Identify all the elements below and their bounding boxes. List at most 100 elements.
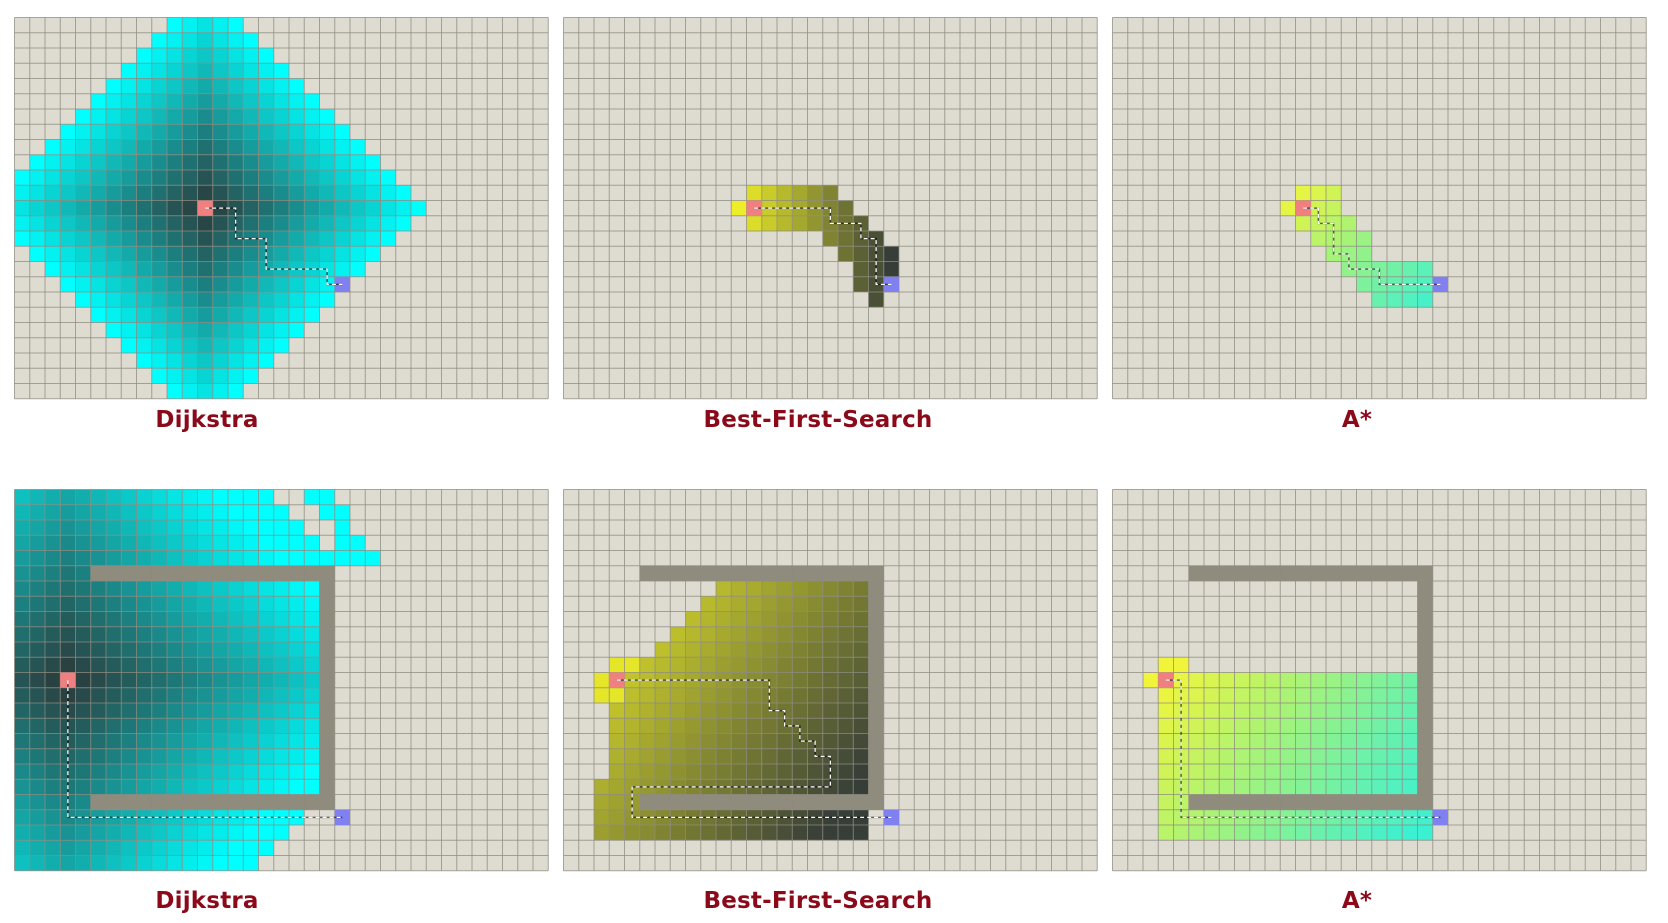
explored-cell [304, 139, 320, 155]
explored-cell [838, 231, 854, 247]
explored-cell [151, 611, 167, 627]
explored-cell [29, 809, 45, 825]
explored-cell [1341, 764, 1357, 780]
explored-cell [45, 504, 61, 520]
explored-cell [14, 581, 30, 597]
explored-cell [29, 779, 45, 795]
explored-cell [228, 337, 244, 353]
explored-cell [243, 825, 259, 841]
explored-cell [1219, 764, 1235, 780]
explored-cell [685, 657, 701, 673]
explored-cell [45, 246, 61, 262]
explored-cell [395, 185, 411, 201]
explored-cell [60, 246, 76, 262]
explored-cell [350, 139, 366, 155]
explored-cell [1371, 779, 1387, 795]
explored-cell [60, 154, 76, 170]
explored-cell [1341, 215, 1357, 231]
explored-cell [289, 703, 305, 719]
explored-cell [167, 611, 183, 627]
explored-cell [228, 261, 244, 277]
explored-cell [106, 261, 122, 277]
explored-cell [212, 63, 228, 79]
explored-cell [258, 642, 274, 658]
explored-cell [243, 748, 259, 764]
explored-cell [792, 611, 808, 627]
explored-cell [838, 733, 854, 749]
explored-cell [212, 825, 228, 841]
explored-cell [289, 626, 305, 642]
explored-cell [167, 154, 183, 170]
explored-cell [1326, 733, 1342, 749]
explored-cell [334, 124, 350, 140]
explored-cell [334, 261, 350, 277]
explored-cell [273, 611, 289, 627]
explored-cell [273, 550, 289, 566]
explored-cell [243, 504, 259, 520]
explored-cell [75, 154, 91, 170]
explored-cell [228, 687, 244, 703]
explored-cell [121, 611, 137, 627]
explored-cell [121, 78, 137, 94]
explored-cell [1326, 703, 1342, 719]
explored-cell [1158, 703, 1174, 719]
explored-cell [609, 764, 625, 780]
explored-cell [45, 139, 61, 155]
explored-cell [228, 368, 244, 384]
explored-cell [212, 170, 228, 186]
explored-cell [29, 504, 45, 520]
explored-cell [136, 215, 152, 231]
explored-cell [289, 535, 305, 551]
explored-cell [182, 368, 198, 384]
explored-cell [106, 687, 122, 703]
explored-cell [45, 642, 61, 658]
explored-cell [273, 200, 289, 216]
explored-cell [212, 642, 228, 658]
explored-cell [167, 672, 183, 688]
explored-cell [1295, 718, 1311, 734]
explored-cell [167, 368, 183, 384]
explored-cell [228, 32, 244, 48]
explored-cell [136, 687, 152, 703]
explored-cell [1310, 672, 1326, 688]
explored-cell [289, 292, 305, 308]
explored-cell [685, 687, 701, 703]
explored-cell [258, 307, 274, 323]
grid-dijkstra [14, 489, 549, 872]
explored-cell [1234, 825, 1250, 841]
explored-cell [228, 520, 244, 536]
explored-cell [182, 124, 198, 140]
explored-cell [167, 748, 183, 764]
explored-cell [75, 185, 91, 201]
explored-cell [212, 139, 228, 155]
explored-cell [853, 657, 869, 673]
explored-cell [1158, 794, 1174, 810]
explored-cell [1295, 215, 1311, 231]
explored-cell [304, 779, 320, 795]
explored-cell [167, 581, 183, 597]
explored-cell [670, 733, 686, 749]
explored-cell [685, 825, 701, 841]
explored-cell [182, 337, 198, 353]
explored-cell [121, 124, 137, 140]
explored-cell [60, 520, 76, 536]
explored-cell [106, 124, 122, 140]
explored-cell [624, 687, 640, 703]
explored-cell [14, 550, 30, 566]
explored-cell [197, 611, 213, 627]
explored-cell [167, 231, 183, 247]
explored-cell [792, 672, 808, 688]
explored-cell [75, 626, 91, 642]
explored-cell [60, 124, 76, 140]
explored-cell [167, 93, 183, 109]
explored-cell [716, 687, 732, 703]
explored-cell [75, 292, 91, 308]
explored-cell [243, 855, 259, 871]
explored-cell [228, 124, 244, 140]
explored-cell [182, 63, 198, 79]
explored-cell [136, 520, 152, 536]
explored-cell [14, 657, 30, 673]
explored-cell [838, 581, 854, 597]
explored-cell [746, 687, 762, 703]
explored-cell [746, 642, 762, 658]
